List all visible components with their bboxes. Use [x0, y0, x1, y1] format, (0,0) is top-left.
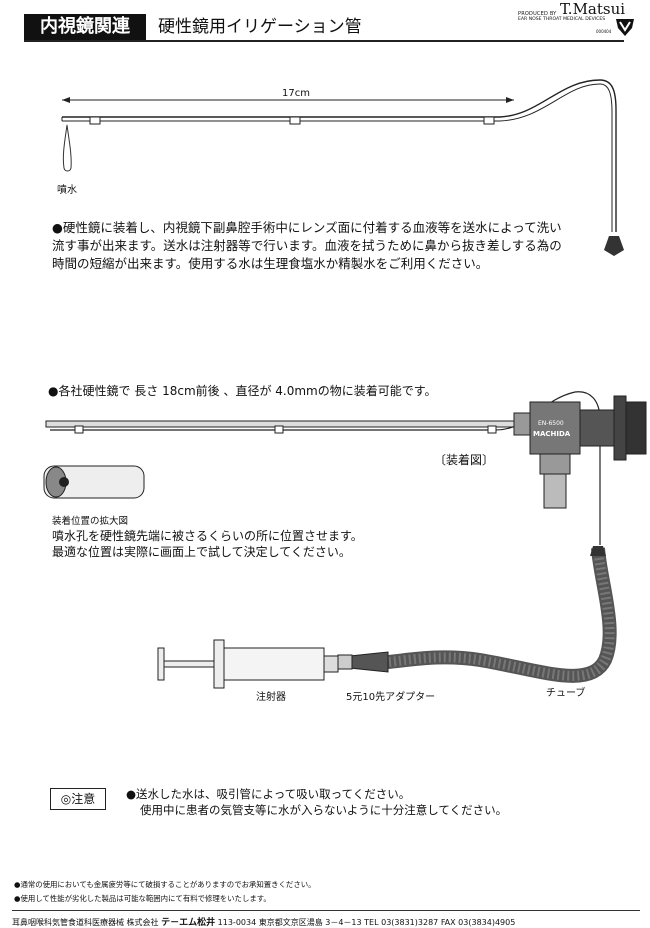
- brand-logo-name: T.Matsui: [560, 0, 626, 18]
- caution-line-2: 使用中に患者の気管支等に水が入らないように十分注意してください。: [140, 803, 508, 817]
- adapter-label: 5元10先アダプター: [346, 692, 436, 703]
- description-line-3: 時間の短縮が出来ます。使用する水は生理食塩水か精製水をご利用ください。: [52, 256, 489, 271]
- caution-badge: ◎注意: [50, 788, 106, 810]
- footnote-1: ●通常の使用においても金属疲労等にて破損することがありますのでお承知置きください…: [14, 880, 316, 889]
- mounted-scope-figure: [43, 391, 647, 689]
- brand-produced-by: PRODUCED BY: [518, 11, 557, 17]
- irrigation-tube-figure: [61, 79, 624, 256]
- spray-label: 噴水: [57, 185, 77, 196]
- brand-subtitle: EAR NOSE THROAT MEDICAL DEVICES: [518, 17, 606, 22]
- footer-line: 耳鼻咽喉科気管食道科医療器械 株式会社 テ－エム松井 113-0034 東京都文…: [12, 915, 515, 928]
- compatibility-note: ●各社硬性鏡で 長さ 18cm前後 、直径が 4.0mmの物に装着可能です。: [48, 384, 437, 398]
- description-line-2: 流す事が出来ます。送水は注射器等で行います。血液を拭うために鼻から抜き差しする為…: [52, 238, 562, 253]
- header-rule: [24, 14, 624, 42]
- footer-address: 113-0034 東京都文京区湯島 3－4－13: [217, 918, 362, 927]
- position-text-line-1: 噴水孔を硬性鏡先端に被さるくらいの所に位置させます。: [52, 529, 363, 543]
- scope-model-label: EN-6500: [538, 420, 564, 427]
- footer-rule: [12, 910, 640, 911]
- footer-company: テ－エム松井: [161, 918, 216, 928]
- caution-line-1: ●送水した水は、吸引管によって吸い取ってください。: [126, 787, 411, 801]
- brand-shield-icon: [616, 19, 634, 36]
- page-title: 硬性鏡用イリゲーション管: [158, 17, 362, 37]
- tube-label: チューブ: [546, 688, 586, 699]
- footer-fax: FAX 03(3834)4905: [440, 918, 516, 927]
- length-dimension-label: 17cm: [282, 88, 310, 99]
- footer-tel: TEL 03(3831)3287: [364, 918, 439, 927]
- footer-category: 耳鼻咽喉科気管食道科医療器械: [12, 918, 124, 927]
- position-text-line-2: 最適な位置は実際に画面上で試して決定してください。: [52, 545, 351, 559]
- description-line-1: ●硬性鏡に装着し、内視鏡下副鼻腔手術中にレンズ面に付着する血液等を送水によって洗…: [52, 220, 562, 235]
- enlarged-view-label: 装着位置の拡大図: [52, 516, 129, 527]
- scope-brand-label: MACHIDA: [533, 430, 571, 438]
- footnote-2: ●使用して性能が劣化した製品は可能な範囲内にて有料で修理をいたします。: [14, 894, 271, 903]
- brand-code: 000404: [596, 29, 612, 34]
- mount-figure-label: 〔装着図〕: [434, 453, 495, 467]
- syringe-label: 注射器: [256, 692, 286, 703]
- category-badge: 内視鏡関連: [24, 14, 146, 40]
- footer-company-prefix: 株式会社: [126, 918, 159, 927]
